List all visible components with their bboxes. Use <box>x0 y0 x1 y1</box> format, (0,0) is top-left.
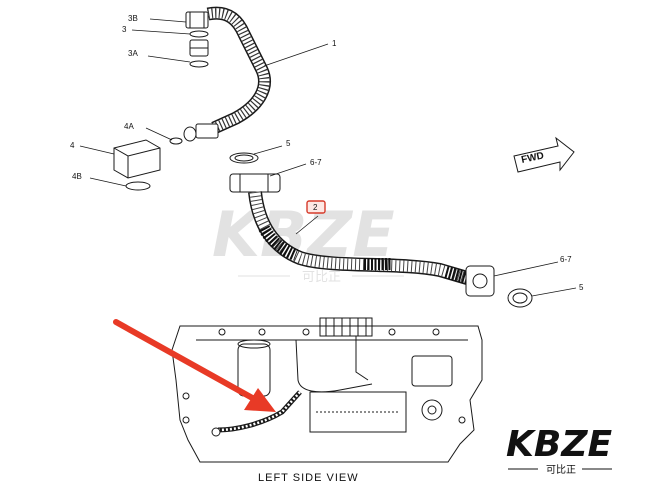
engine-filter-cap <box>237 339 271 349</box>
fwd-arrow-shape <box>513 136 575 173</box>
fwd-arrow: FWD <box>513 136 575 173</box>
engine-bolt-4 <box>388 328 396 336</box>
callout-4: 4 <box>70 141 75 150</box>
block-fitting-4 <box>113 139 161 191</box>
engine-filter <box>237 343 271 397</box>
red-pointer-arrow <box>113 319 276 412</box>
leader-3b <box>149 18 187 23</box>
engine-pipe-1 <box>295 339 373 393</box>
washer-5-upper <box>229 152 259 164</box>
hose-upper-outline <box>206 6 271 134</box>
callout-3b: 3B <box>128 14 138 23</box>
leader-5b <box>531 287 577 297</box>
callout-3: 3 <box>122 25 127 34</box>
engine-bolt-3 <box>302 328 310 336</box>
view-title: LEFT SIDE VIEW <box>258 472 359 484</box>
clamp-lower-port <box>472 273 488 289</box>
engine-bolt-5 <box>432 328 440 336</box>
block-4-body <box>113 139 161 179</box>
engine-right-component <box>411 355 453 387</box>
hose-upper <box>169 6 271 145</box>
leader-lines <box>79 18 577 297</box>
leader-3a <box>147 55 191 63</box>
callout-5-lower: 5 <box>579 283 584 292</box>
callout-2-highlight-box <box>306 200 326 214</box>
callout-3a: 3A <box>128 49 138 58</box>
leader-4 <box>79 145 115 155</box>
leader-4a <box>145 127 173 141</box>
watermark-chinese: 可比正 <box>302 269 341 284</box>
hose-lower-guard-1 <box>258 225 299 261</box>
red-arrow-head <box>244 388 276 412</box>
engine-pipe-2 <box>355 336 369 381</box>
leader-2 <box>295 215 319 235</box>
engine-bolt-1 <box>218 328 226 336</box>
callout-6-7-upper: 6-7 <box>310 158 322 167</box>
callout-2: 2 <box>313 203 318 212</box>
nut-3b <box>185 11 209 29</box>
clamp-upper <box>229 173 281 193</box>
o-ring-3 <box>189 30 209 38</box>
kbze-logo: KBZE 可比正 <box>506 424 612 476</box>
hose-upper-nut <box>183 126 197 142</box>
washer-3a <box>189 60 209 68</box>
leader-3 <box>131 29 191 35</box>
hose-lower-braid <box>249 191 476 286</box>
callout-1: 1 <box>332 39 337 48</box>
red-arrow-shaft <box>113 319 259 403</box>
hose-upper-fitting <box>195 123 219 139</box>
callout-labels: 3B 3 3A 1 4A 4 4B 5 6-7 2 6-7 5 <box>70 14 584 292</box>
logo-brand: KBZE <box>506 424 612 465</box>
leader-5a <box>253 145 283 155</box>
engine-manifold <box>319 317 373 337</box>
engine-left-side-view <box>171 317 483 463</box>
fitting-group-top <box>185 11 209 68</box>
leader-4b <box>89 177 127 187</box>
hose-lower-guard-3 <box>444 266 470 284</box>
engine-bolt-2 <box>258 328 266 336</box>
engine-bolt-7 <box>182 416 190 424</box>
engine-hose-end <box>211 427 221 437</box>
washer-5a-inner <box>234 154 254 162</box>
hose-lower <box>229 173 495 297</box>
callout-5-upper: 5 <box>286 139 291 148</box>
engine-bolt-8 <box>458 416 466 424</box>
engine-ecm <box>309 391 407 433</box>
logo-chinese: 可比正 <box>546 464 576 476</box>
engine-right-pulley <box>421 399 443 421</box>
washer-5b-inner <box>512 292 528 304</box>
washer-5-lower <box>507 288 533 308</box>
hose-upper-fill <box>207 8 270 133</box>
o-ring-4a <box>169 137 183 145</box>
engine-hose-target <box>217 390 302 433</box>
washer-4b <box>125 181 151 191</box>
leader-67b <box>493 261 559 277</box>
callout-4b: 4B <box>72 172 82 181</box>
engine-bolt-6 <box>182 392 190 400</box>
engine-block-outline <box>171 325 483 463</box>
callout-6-7-lower: 6-7 <box>560 255 572 264</box>
callout-4a: 4A <box>124 122 134 131</box>
fwd-label: FWD <box>520 150 545 165</box>
leader-1 <box>263 43 329 67</box>
engine-right-pulley-hub <box>427 405 437 415</box>
leader-67a <box>269 163 307 177</box>
